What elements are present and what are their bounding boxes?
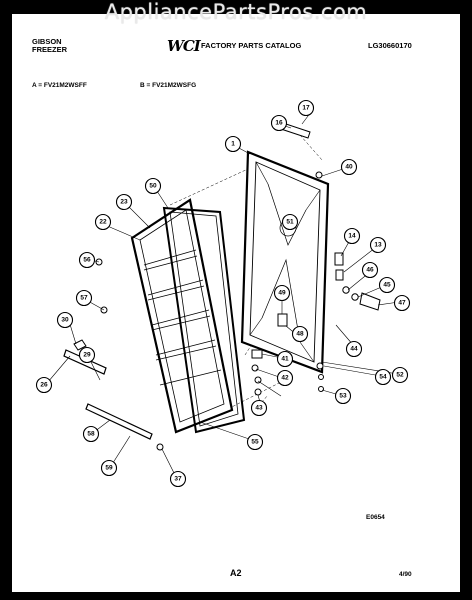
svg-text:42: 42 xyxy=(281,375,289,382)
svg-text:17: 17 xyxy=(302,105,310,112)
svg-text:46: 46 xyxy=(366,267,374,274)
callout-17: 17 xyxy=(297,99,315,117)
door-outer-panel xyxy=(240,150,330,374)
brand-line2: FREEZER xyxy=(32,45,68,54)
callout-bubbles: 1 13 14 16 17 22 23 26 29 30 37 40 41 42… xyxy=(35,99,411,488)
svg-text:57: 57 xyxy=(80,295,88,302)
svg-text:55: 55 xyxy=(251,439,259,446)
model-b: B = FV21M2WSFG xyxy=(140,82,197,89)
svg-text:52: 52 xyxy=(396,372,404,379)
svg-text:22: 22 xyxy=(99,219,107,226)
svg-text:58: 58 xyxy=(87,431,95,438)
callout-55: 55 xyxy=(246,433,264,451)
callout-23: 23 xyxy=(115,193,133,211)
callout-29: 29 xyxy=(78,346,96,364)
door-gasket xyxy=(162,206,246,434)
svg-text:47: 47 xyxy=(398,300,406,307)
trim-strips xyxy=(63,339,153,440)
callout-46: 46 xyxy=(361,261,379,279)
callout-22: 22 xyxy=(94,213,112,231)
callout-50: 50 xyxy=(144,177,162,195)
callout-43: 43 xyxy=(250,399,268,417)
callout-40: 40 xyxy=(340,158,358,176)
svg-text:44: 44 xyxy=(350,346,358,353)
svg-text:48: 48 xyxy=(296,331,304,338)
callout-16: 16 xyxy=(270,114,288,132)
svg-text:26: 26 xyxy=(40,382,48,389)
svg-text:56: 56 xyxy=(83,257,91,264)
callout-49: 49 xyxy=(273,284,291,302)
callout-44: 44 xyxy=(345,340,363,358)
door-liner xyxy=(130,198,234,434)
callout-54: 54 xyxy=(374,368,392,386)
callout-1: 1 xyxy=(224,135,242,153)
svg-text:43: 43 xyxy=(255,405,263,412)
date: 4/90 xyxy=(399,571,412,578)
callout-45: 45 xyxy=(378,276,396,294)
svg-text:45: 45 xyxy=(383,282,391,289)
svg-text:50: 50 xyxy=(149,183,157,190)
callout-13: 13 xyxy=(369,236,387,254)
callout-57: 57 xyxy=(75,289,93,307)
svg-text:49: 49 xyxy=(278,290,286,297)
svg-text:29: 29 xyxy=(83,352,91,359)
svg-text:1: 1 xyxy=(231,141,235,148)
svg-text:51: 51 xyxy=(286,219,294,226)
callout-41: 41 xyxy=(276,350,294,368)
callout-48: 48 xyxy=(291,325,309,343)
svg-text:13: 13 xyxy=(374,242,382,249)
catalog-number: LG30660170 xyxy=(368,41,412,50)
callout-59: 59 xyxy=(100,459,118,477)
page-label: A2 xyxy=(230,568,242,578)
callout-26: 26 xyxy=(35,376,53,394)
svg-text:40: 40 xyxy=(345,164,353,171)
svg-text:41: 41 xyxy=(281,356,289,363)
svg-text:30: 30 xyxy=(61,317,69,324)
svg-text:16: 16 xyxy=(275,120,283,127)
svg-text:37: 37 xyxy=(174,476,182,483)
model-a: A = FV21M2WSFF xyxy=(32,82,87,89)
callout-51: 51 xyxy=(281,213,299,231)
callout-52: 52 xyxy=(391,366,409,384)
svg-text:23: 23 xyxy=(120,199,128,206)
callout-53: 53 xyxy=(334,387,352,405)
callout-42: 42 xyxy=(276,369,294,387)
callout-14: 14 xyxy=(343,227,361,245)
callout-47: 47 xyxy=(393,294,411,312)
callout-30: 30 xyxy=(56,311,74,329)
catalog-title: FACTORY PARTS CATALOG xyxy=(201,41,302,50)
catalog-logo: WCI xyxy=(167,37,201,55)
svg-text:59: 59 xyxy=(105,465,113,472)
callout-58: 58 xyxy=(82,425,100,443)
svg-text:53: 53 xyxy=(339,393,347,400)
callout-37: 37 xyxy=(169,470,187,488)
svg-text:14: 14 xyxy=(348,233,356,240)
svg-text:54: 54 xyxy=(379,374,387,381)
callout-56: 56 xyxy=(78,251,96,269)
watermark: AppliancePartsPros.com xyxy=(104,0,368,24)
brand-line1: GIBSON xyxy=(32,37,62,46)
drawing-code: E0654 xyxy=(366,514,385,521)
